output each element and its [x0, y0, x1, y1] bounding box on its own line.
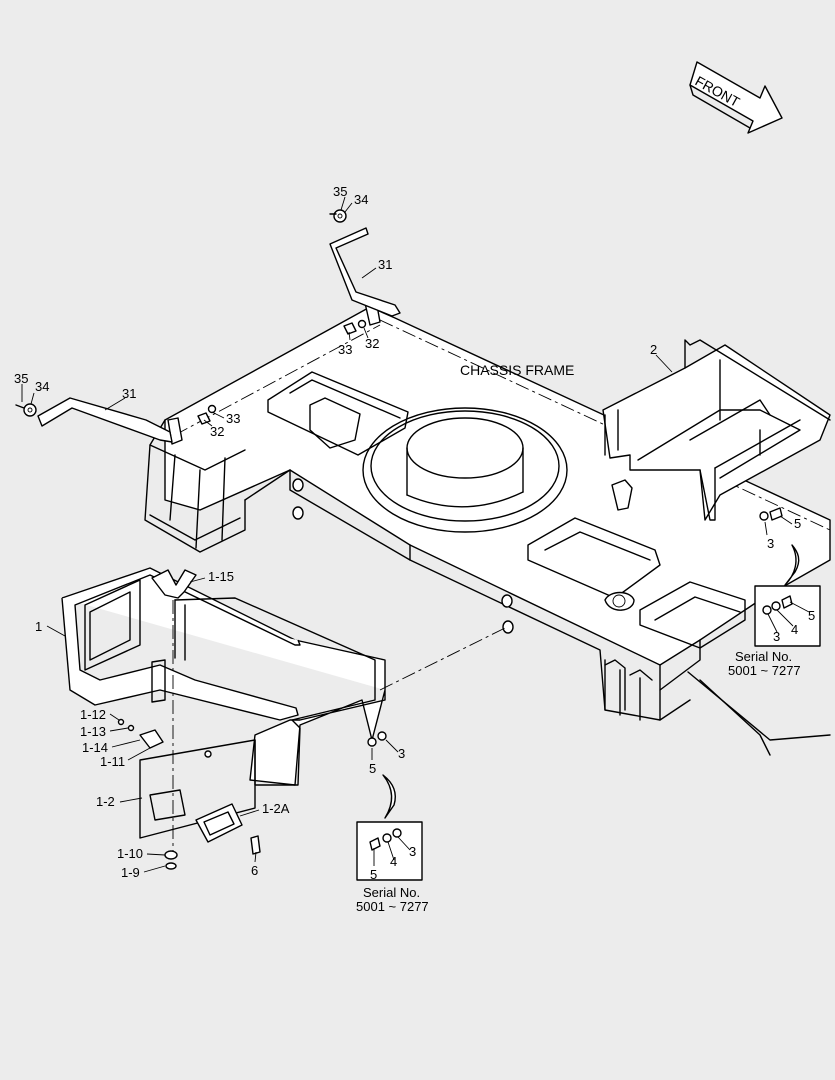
- callout-1-14: 1-14: [82, 740, 108, 755]
- callout-1-15: 1-15: [208, 569, 234, 584]
- callout-1-11: 1-11: [100, 754, 125, 769]
- callout-35-left: 35: [14, 371, 28, 386]
- callout-box1-3: 3: [773, 629, 780, 644]
- callout-labels: 35 34 31 33 32 35 34 31 33 32 2 3 5 5 4 …: [14, 184, 815, 882]
- callout-box1-4: 4: [791, 622, 798, 637]
- callout-35-top: 35: [333, 184, 347, 199]
- callout-1-2A: 1-2A: [262, 801, 290, 816]
- callout-1-10: 1-10: [117, 846, 143, 861]
- serial-box-1: Serial No. 5001 ~ 7277: [728, 585, 821, 678]
- callout-1: 1: [35, 619, 42, 634]
- callout-1-9: 1-9: [121, 865, 140, 880]
- step-box-right: [602, 339, 831, 521]
- callout-34-top: 34: [354, 192, 368, 207]
- callout-box2-5: 5: [370, 867, 377, 882]
- serial-1-range: 5001 ~ 7277: [728, 663, 801, 678]
- rod-left: [37, 397, 173, 443]
- step-box-left: [61, 567, 386, 843]
- callout-1-12: 1-12: [80, 707, 106, 722]
- fasteners-right: [367, 507, 783, 747]
- chassis-frame: [144, 299, 831, 756]
- serial-2-title: Serial No.: [363, 885, 420, 900]
- callout-31-top: 31: [378, 257, 392, 272]
- callout-6: 6: [251, 863, 258, 878]
- detail-arrows: [382, 544, 800, 819]
- serial-2-range: 5001 ~ 7277: [356, 899, 429, 914]
- chassis-frame-label: CHASSIS FRAME: [460, 362, 574, 378]
- rod-upper: [329, 227, 401, 317]
- front-arrow: FRONT: [689, 61, 783, 134]
- callout-box2-3: 3: [409, 844, 416, 859]
- callout-box2-4: 4: [390, 854, 397, 869]
- callout-34-left: 34: [35, 379, 49, 394]
- callout-1-13: 1-13: [80, 724, 106, 739]
- leader-lines: [21, 196, 810, 873]
- bracket-1-15: [151, 569, 197, 855]
- callout-3-bottom: 3: [398, 746, 405, 761]
- fasteners-left: [117, 718, 261, 870]
- callout-5-right: 5: [794, 516, 801, 531]
- serial-box-2: Serial No. 5001 ~ 7277: [356, 821, 429, 914]
- callout-5-bottom: 5: [369, 761, 376, 776]
- callout-2: 2: [650, 342, 657, 357]
- callout-1-2: 1-2: [96, 794, 115, 809]
- callout-31-left: 31: [122, 386, 136, 401]
- callout-33-left: 33: [226, 411, 240, 426]
- callout-3-right: 3: [767, 536, 774, 551]
- callout-32-top: 32: [365, 336, 379, 351]
- serial-1-title: Serial No.: [735, 649, 792, 664]
- fasteners-top: [15, 209, 367, 425]
- callout-32-left: 32: [210, 424, 224, 439]
- callout-33-top: 33: [338, 342, 352, 357]
- callout-box1-5: 5: [808, 608, 815, 623]
